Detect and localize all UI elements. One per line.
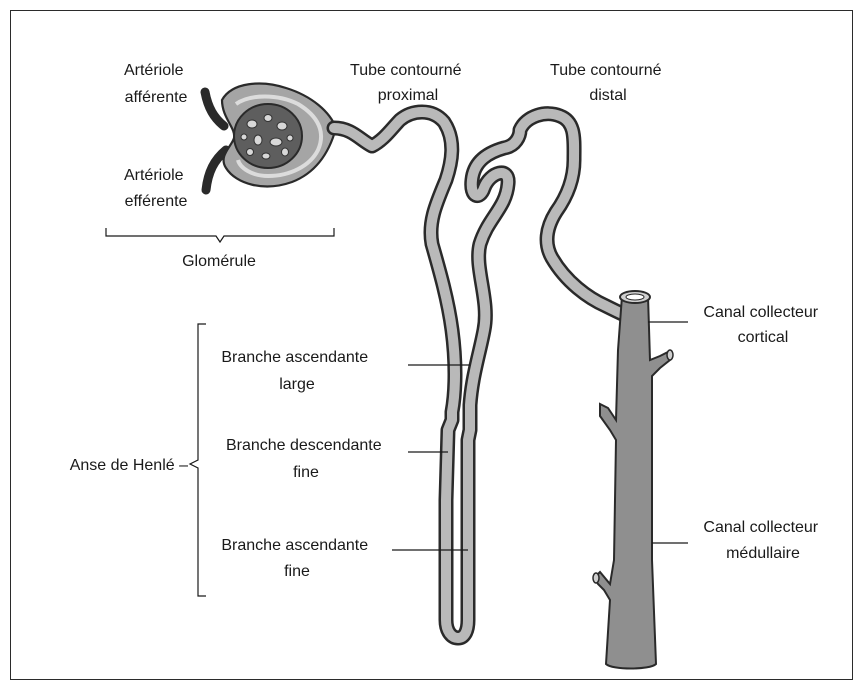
label-glomerule: Glomérule: [182, 253, 256, 270]
renal-tubule: [334, 112, 632, 638]
collecting-duct: [593, 291, 673, 669]
label-branche-desc-fine: Branche descendante fine: [226, 437, 386, 481]
label-tube-proximal: Tube contourné proximal: [350, 62, 466, 104]
anse-henle-brace: [190, 324, 206, 596]
duct-branch-end-left: [593, 573, 599, 583]
label-arteriole-afferente: Artériole afférente: [124, 62, 188, 106]
tubule-lumen: [334, 112, 632, 638]
label-branche-asc-large: Branche ascendante large: [221, 349, 372, 393]
label-canal-medullaire: Canal collecteur médullaire: [703, 519, 822, 562]
duct-body: [594, 296, 670, 669]
label-anse-henle: Anse de Henlé –: [70, 457, 188, 474]
efferent-arteriole: [206, 150, 226, 190]
glomerule-brace: [106, 228, 334, 242]
label-tube-distal: Tube contourné distal: [550, 62, 666, 104]
afferent-arteriole: [205, 92, 224, 126]
label-canal-cortical: Canal collecteur cortical: [703, 304, 822, 346]
glomerulus-group: [205, 84, 336, 190]
label-arteriole-efferente: Artériole efférente: [124, 167, 188, 210]
label-branche-asc-fine: Branche ascendante fine: [221, 537, 372, 580]
duct-branch-end-right: [667, 350, 673, 360]
